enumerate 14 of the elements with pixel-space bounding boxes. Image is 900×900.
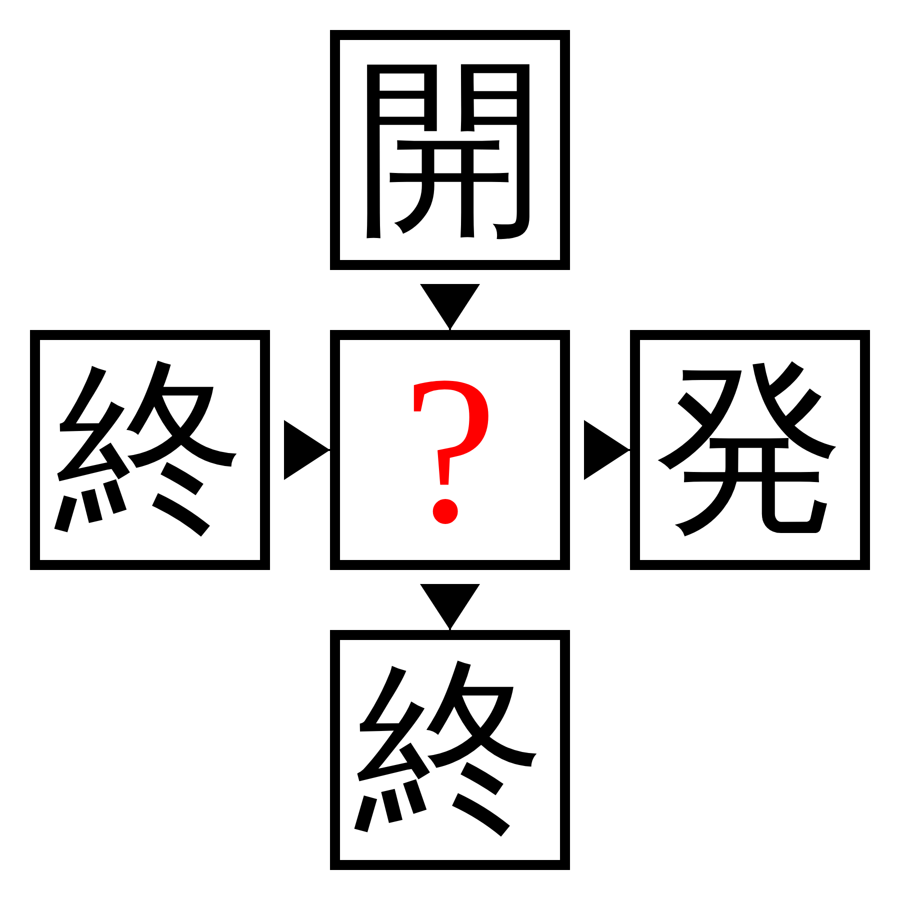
puzzle-box <box>330 630 570 870</box>
arrow <box>284 420 330 480</box>
kanji-character: 終 <box>55 355 245 545</box>
kanji-character: 終 <box>355 655 545 845</box>
kanji-character: 発 <box>655 355 845 545</box>
arrow <box>420 584 480 630</box>
puzzle-box <box>330 30 570 270</box>
question-mark: ? <box>402 344 498 556</box>
puzzle-box <box>630 330 870 570</box>
puzzle-box <box>30 330 270 570</box>
arrow <box>420 284 480 330</box>
puzzle-box <box>330 330 570 570</box>
arrow <box>584 420 630 480</box>
kanji-character: 開 <box>355 55 545 245</box>
